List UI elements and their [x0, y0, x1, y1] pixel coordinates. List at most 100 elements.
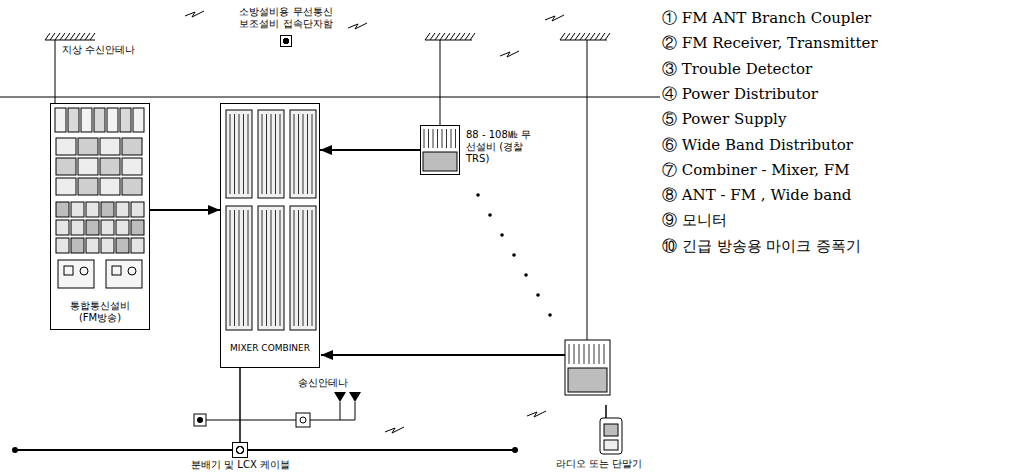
mixer-panel-line	[266, 210, 267, 326]
rack-panel	[107, 108, 118, 132]
continuation-dot	[524, 273, 528, 277]
mixer-panel-line	[280, 114, 281, 194]
antenna-symbol	[605, 33, 610, 40]
rack-panel	[131, 220, 144, 235]
rack-panel	[56, 138, 76, 155]
rack-panel	[101, 238, 114, 253]
radio-wave-bolt	[545, 15, 564, 21]
mixer-panel-line	[262, 114, 263, 194]
rack-panel	[100, 138, 120, 155]
radio-wave-bolt	[348, 23, 367, 29]
antenna-symbol	[580, 33, 585, 40]
cabinet-label: MIXER COMBINER	[225, 343, 315, 354]
antenna-mast	[587, 40, 588, 340]
rack-panel	[68, 108, 79, 132]
mixer-panel-line	[248, 210, 249, 326]
component-list-item: ⑨ 모니터	[662, 211, 727, 229]
distributor-box: 분배기 및 LCX 케이블	[191, 442, 290, 471]
equipment-label: 88 - 108㎒ 무선설비 (경찰 TRS)	[466, 129, 538, 165]
rack-panel	[101, 220, 114, 235]
radio-keypad	[604, 440, 618, 450]
rack-button	[112, 266, 121, 275]
radio-box	[420, 125, 460, 175]
mixer-combiner: MIXER COMBINER	[220, 103, 320, 368]
antenna-symbol	[435, 33, 440, 40]
rack-panel	[100, 178, 120, 195]
rack-panel	[101, 202, 114, 217]
radio-panel	[568, 368, 607, 392]
radio-panel-line	[604, 344, 605, 364]
continuation-dot	[536, 293, 540, 297]
rack-panel	[116, 220, 129, 235]
antenna-symbol	[460, 33, 465, 40]
distributor-square	[232, 442, 248, 458]
mixer-panel-line	[248, 114, 249, 194]
rack-button	[128, 267, 136, 275]
signal-connector	[150, 209, 220, 211]
rack-panel	[116, 238, 129, 253]
antenna-symbol	[455, 33, 460, 40]
rack-panel	[122, 138, 142, 155]
antenna-symbol	[85, 33, 90, 40]
radio-panel-line	[455, 129, 456, 148]
mixer-panel	[290, 110, 316, 198]
branch-box	[296, 413, 310, 427]
radio-panel-line	[599, 344, 600, 364]
feed-cable	[206, 420, 296, 421]
component-list-item: ③ Trouble Detector	[662, 60, 812, 78]
mixer-panel	[226, 110, 252, 198]
mixer-panel-line	[262, 210, 263, 326]
radio-antenna	[605, 405, 607, 418]
terminal-box	[194, 414, 206, 426]
feed-cable	[340, 402, 341, 420]
antenna-symbol	[590, 33, 595, 40]
mixer-panel-line	[234, 210, 235, 326]
radio-screen	[604, 424, 618, 436]
antenna-symbol	[50, 33, 55, 40]
radio-panel-line	[433, 129, 434, 148]
mixer-panel-line	[303, 210, 304, 326]
part-label: 송신안테나	[298, 377, 348, 389]
rack-panel	[56, 178, 76, 195]
radio-equipment: 88 - 108㎒ 무선설비 (경찰 TRS)	[420, 125, 540, 175]
equipment-label: 소방설비용 무선통신보조설비 접속단자함	[236, 6, 336, 30]
component-list-item: ① FM ANT Branch Coupler	[662, 9, 871, 27]
radio-panel-line	[451, 129, 452, 148]
cabinet-label: 통합통신설비 (FM방송)	[55, 300, 145, 324]
handheld-radio	[600, 418, 622, 454]
rack-panel	[71, 202, 84, 217]
rack-panel	[78, 158, 98, 175]
rack-panel	[58, 260, 94, 288]
mixer-panel	[258, 110, 284, 198]
rack-panel	[78, 138, 98, 155]
radio-panel-line	[424, 129, 425, 148]
antenna-symbol	[445, 33, 450, 40]
antenna-symbol	[585, 33, 590, 40]
antenna-symbol	[80, 33, 85, 40]
radio-panel-line	[574, 344, 575, 364]
rack-button	[64, 266, 73, 275]
antenna-symbol	[90, 33, 95, 40]
rack-panel	[86, 238, 99, 253]
component-list-item: ⑧ ANT - FM , Wide band	[662, 186, 851, 204]
component-list-item: ④ Power Distributor	[662, 85, 818, 103]
radio-panel-line	[428, 129, 429, 148]
radio-panel-line	[594, 344, 595, 364]
radio-panel-line	[569, 344, 570, 364]
terminal-dot	[197, 417, 203, 423]
continuation-dot	[488, 213, 492, 217]
mixer-panel	[258, 206, 284, 330]
component-list-item: ⑦ Combiner - Mixer, FM	[662, 161, 850, 179]
mixer-panel-line	[243, 114, 244, 194]
rack-button	[80, 267, 88, 275]
antenna-symbol	[45, 33, 50, 40]
transmit-antenna	[334, 392, 346, 402]
radio-wave-bolt	[500, 51, 519, 57]
rack-panel	[71, 238, 84, 253]
antenna-symbol	[55, 33, 60, 40]
terminal-box: 소방설비용 무선통신보조설비 접속단자함	[236, 6, 336, 47]
antenna-symbol	[70, 33, 75, 40]
radio-panel-line	[442, 129, 443, 148]
ground-line	[0, 97, 660, 98]
